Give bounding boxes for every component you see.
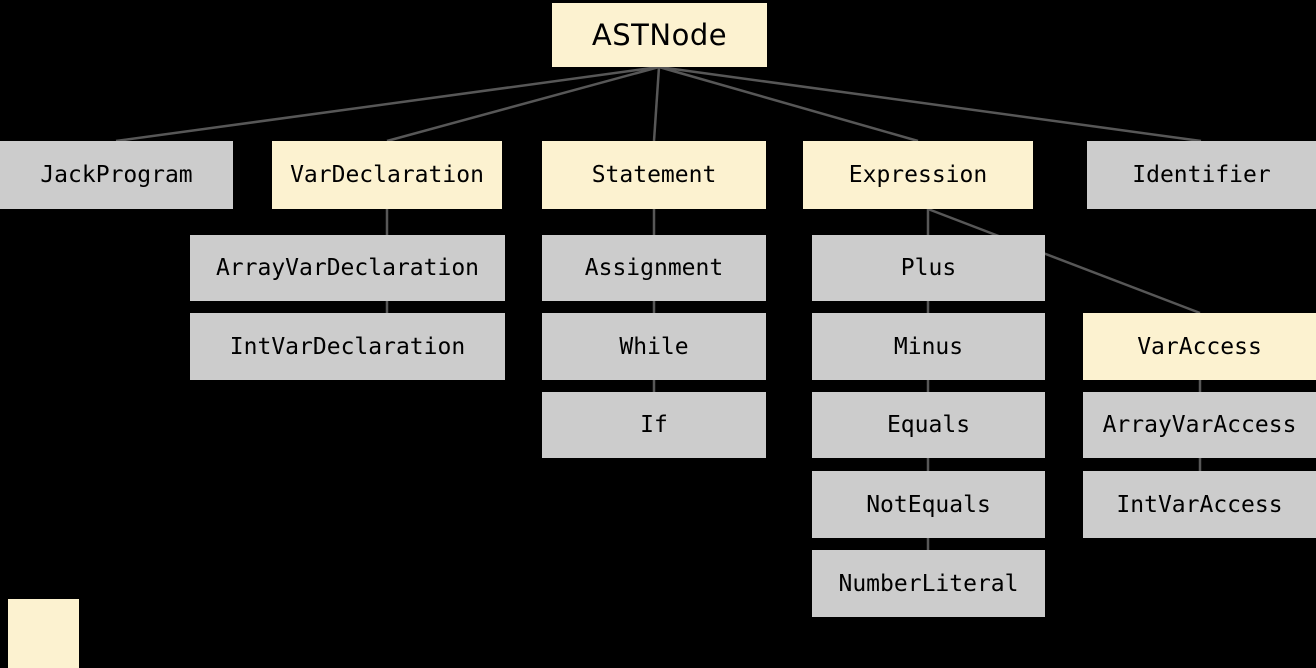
class-node-arrayvaraccess: ArrayVarAccess [1083, 392, 1316, 458]
edge-astnode-to-vardeclaration [386, 65, 660, 143]
class-node-label: VarAccess [1137, 333, 1262, 360]
class-node-arrayvardeclaration: ArrayVarDeclaration [190, 235, 505, 301]
class-node-equals: Equals [812, 392, 1045, 458]
class-node-identifier: Identifier [1087, 141, 1316, 209]
class-node-label: While [619, 333, 689, 360]
edge-astnode-to-statement [652, 66, 661, 142]
class-node-label: IntVarAccess [1116, 491, 1283, 518]
class-node-label: Plus [900, 255, 957, 281]
class-node-label: NotEquals [866, 491, 991, 518]
edge-astnode-to-expression [658, 65, 919, 143]
class-node-label: Statement [591, 162, 717, 188]
legend-abstract-swatch [8, 599, 79, 668]
edge-astnode-to-identifier [658, 65, 1202, 143]
class-node-while: While [542, 313, 766, 380]
class-node-label: VarDeclaration [290, 162, 484, 188]
class-node-label: Assignment [584, 255, 724, 281]
class-node-label: IntVarDeclaration [229, 333, 466, 360]
class-node-if: If [542, 392, 766, 458]
class-node-expression: Expression [803, 141, 1033, 209]
class-node-label: ArrayVarAccess [1102, 412, 1297, 438]
class-node-statement: Statement [542, 141, 766, 209]
class-node-label: Expression [848, 162, 988, 188]
class-node-intvaraccess: IntVarAccess [1083, 471, 1316, 538]
class-node-astnode: ASTNode [552, 3, 767, 67]
edge-astnode-to-jackprogram [115, 65, 660, 143]
class-node-varaccess: VarAccess [1083, 313, 1316, 380]
class-node-label: ArrayVarDeclaration [215, 255, 480, 281]
class-node-plus: Plus [812, 235, 1045, 301]
class-node-label: Minus [893, 333, 964, 360]
class-node-label: JackProgram [40, 162, 193, 188]
class-node-notequals: NotEquals [812, 471, 1045, 538]
edge-expression-to-varaccess [927, 207, 1201, 315]
class-node-label: ASTNode [591, 18, 728, 52]
class-node-intvardeclaration: IntVarDeclaration [190, 313, 505, 380]
class-node-jackprogram: JackProgram [0, 141, 233, 209]
class-node-label: Equals [886, 412, 971, 438]
class-node-vardeclaration: VarDeclaration [272, 141, 502, 209]
class-node-numberliteral: NumberLiteral [812, 550, 1045, 617]
class-node-label: NumberLiteral [838, 570, 1019, 597]
class-node-label: If [640, 412, 668, 438]
class-node-label: Identifier [1132, 162, 1271, 188]
class-node-minus: Minus [812, 313, 1045, 380]
class-node-assignment: Assignment [542, 235, 766, 301]
